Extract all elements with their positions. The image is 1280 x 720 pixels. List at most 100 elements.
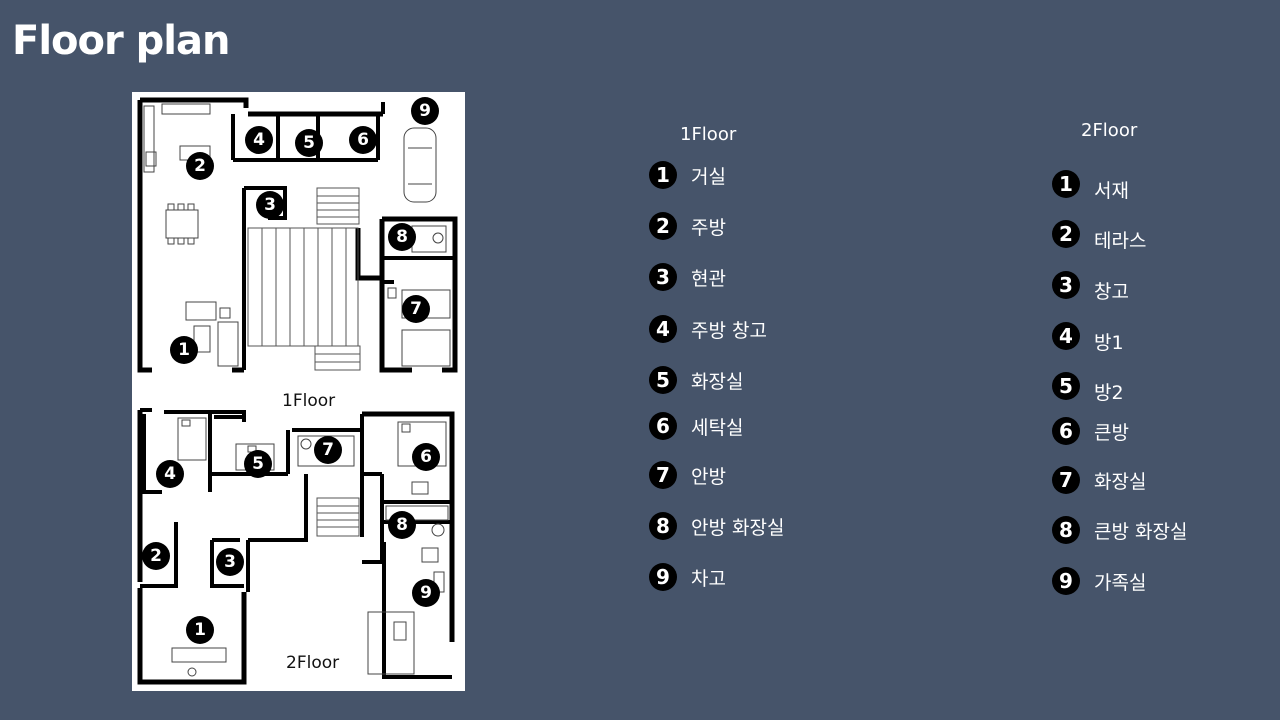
floor1-badge-4: 4 xyxy=(245,126,273,154)
svg-text:4: 4 xyxy=(253,130,265,150)
legend-label: 화장실 xyxy=(1094,470,1147,493)
floor2-badge-3: 3 xyxy=(216,548,244,576)
floor1-badge-5: 5 xyxy=(295,129,323,157)
floor1-stairs xyxy=(247,187,361,371)
legend-label: 차고 xyxy=(691,567,726,590)
legend-label: 가족실 xyxy=(1094,571,1147,594)
number-badge: 6 xyxy=(1052,417,1080,445)
number-badge: 7 xyxy=(649,461,677,489)
floor2-badge-8: 8 xyxy=(388,511,416,539)
legend-floor2-item-3: 3 창고 xyxy=(1052,265,1129,304)
number-badge: 3 xyxy=(1052,270,1080,299)
floor2-furniture xyxy=(171,417,449,677)
legend-label: 서재 xyxy=(1094,180,1129,202)
legend-floor1-item-8: 8 안방 화장실 xyxy=(649,512,784,540)
floor2-badge-5: 5 xyxy=(244,450,272,478)
floor2-badge-9: 9 xyxy=(412,579,440,607)
legend-label: 방1 xyxy=(1094,332,1124,354)
number-badge: 4 xyxy=(649,315,677,343)
floor1-label: 1Floor xyxy=(282,391,335,411)
legend-label: 창고 xyxy=(1094,281,1129,303)
floor2-badge-4: 4 xyxy=(156,460,184,488)
svg-text:6: 6 xyxy=(357,130,369,150)
legend-floor1-item-2: 2 주방 xyxy=(649,212,726,240)
legend-label: 화장실 xyxy=(691,370,744,393)
floor1-badge-6: 6 xyxy=(349,126,377,154)
legend-label: 큰방 xyxy=(1094,421,1129,444)
legend-label: 주방 xyxy=(691,216,726,239)
legend-floor1-item-5: 5 화장실 xyxy=(649,366,743,394)
number-badge: 9 xyxy=(1052,567,1080,595)
svg-text:5: 5 xyxy=(303,133,315,153)
svg-text:8: 8 xyxy=(396,227,408,247)
svg-text:8: 8 xyxy=(396,515,408,535)
number-badge: 2 xyxy=(649,212,677,240)
number-badge: 8 xyxy=(649,512,677,540)
floor1-badge-8: 8 xyxy=(388,223,416,251)
legend-label: 방2 xyxy=(1094,382,1124,404)
floor2-badge-7: 7 xyxy=(314,436,342,464)
number-badge: 1 xyxy=(649,161,677,189)
floor1-badge-7: 7 xyxy=(402,295,430,323)
legend-label: 큰방 화장실 xyxy=(1094,520,1188,543)
legend-floor2-item-6: 6 큰방 xyxy=(1052,417,1129,445)
floor1-badge-3: 3 xyxy=(256,191,284,219)
legend-floor2-item-4: 4 방1 xyxy=(1052,316,1124,355)
number-badge: 3 xyxy=(649,263,677,291)
floor1-badge-9: 9 xyxy=(411,97,439,125)
legend-floor2-item-7: 7 화장실 xyxy=(1052,466,1146,494)
number-badge: 9 xyxy=(649,563,677,591)
legend-label: 세탁실 xyxy=(691,416,744,439)
legend-label: 현관 xyxy=(691,267,726,290)
number-badge: 6 xyxy=(649,412,677,440)
legend-floor2-item-1: 1 서재 xyxy=(1052,164,1129,203)
svg-text:7: 7 xyxy=(410,299,422,319)
number-badge: 1 xyxy=(1052,169,1080,198)
legend-floor1-item-3: 3 현관 xyxy=(649,263,726,291)
legend-label: 안방 화장실 xyxy=(691,516,785,539)
floor2-label: 2Floor xyxy=(286,653,339,673)
floor-plan-drawing: 1Floor xyxy=(137,97,458,685)
legend-floor2-item-2: 2 테라스 xyxy=(1052,214,1146,253)
svg-text:3: 3 xyxy=(224,552,236,572)
svg-text:2: 2 xyxy=(194,156,206,176)
svg-text:1: 1 xyxy=(194,620,206,640)
number-badge: 2 xyxy=(1052,219,1080,248)
svg-text:9: 9 xyxy=(419,101,431,121)
svg-text:4: 4 xyxy=(164,464,176,484)
legend-floor1-item-9: 9 차고 xyxy=(649,563,726,591)
number-badge: 8 xyxy=(1052,516,1080,544)
legend-floor2-heading: 2Floor xyxy=(1081,120,1138,141)
legend-floor1-item-1: 1 거실 xyxy=(649,161,726,189)
legend-label: 주방 창고 xyxy=(691,319,767,342)
svg-text:9: 9 xyxy=(420,583,432,603)
legend-floor1-heading: 1Floor xyxy=(680,124,737,145)
legend-floor1-item-6: 6 세탁실 xyxy=(649,412,743,440)
number-badge: 5 xyxy=(1052,371,1080,400)
legend-label: 테라스 xyxy=(1094,230,1147,252)
floor2-walls xyxy=(137,408,455,685)
svg-text:5: 5 xyxy=(252,454,264,474)
svg-text:2: 2 xyxy=(150,546,162,566)
legend-floor2-item-5: 5 방2 xyxy=(1052,366,1124,405)
legend-floor2-item-9: 9 가족실 xyxy=(1052,567,1146,595)
legend-floor1-item-4: 4 주방 창고 xyxy=(649,315,767,343)
legend-label: 안방 xyxy=(691,465,726,488)
floor1-badge-1: 1 xyxy=(170,336,198,364)
svg-text:1: 1 xyxy=(178,340,190,360)
floor2-badge-6: 6 xyxy=(412,443,440,471)
legend-label: 거실 xyxy=(691,165,726,188)
svg-text:7: 7 xyxy=(322,440,334,460)
floor2-badge-1: 1 xyxy=(186,616,214,644)
floor-plan-image: 1Floor xyxy=(132,92,465,691)
number-badge: 5 xyxy=(649,366,677,394)
floor2-badge-2: 2 xyxy=(142,542,170,570)
legend-floor2-item-8: 8 큰방 화장실 xyxy=(1052,516,1187,544)
svg-text:3: 3 xyxy=(264,195,276,215)
floor1-badge-2: 2 xyxy=(186,152,214,180)
page-title: Floor plan xyxy=(12,18,230,64)
floor1-furniture xyxy=(143,103,451,367)
number-badge: 4 xyxy=(1052,321,1080,350)
number-badge: 7 xyxy=(1052,466,1080,494)
legend-floor1-item-7: 7 안방 xyxy=(649,461,726,489)
